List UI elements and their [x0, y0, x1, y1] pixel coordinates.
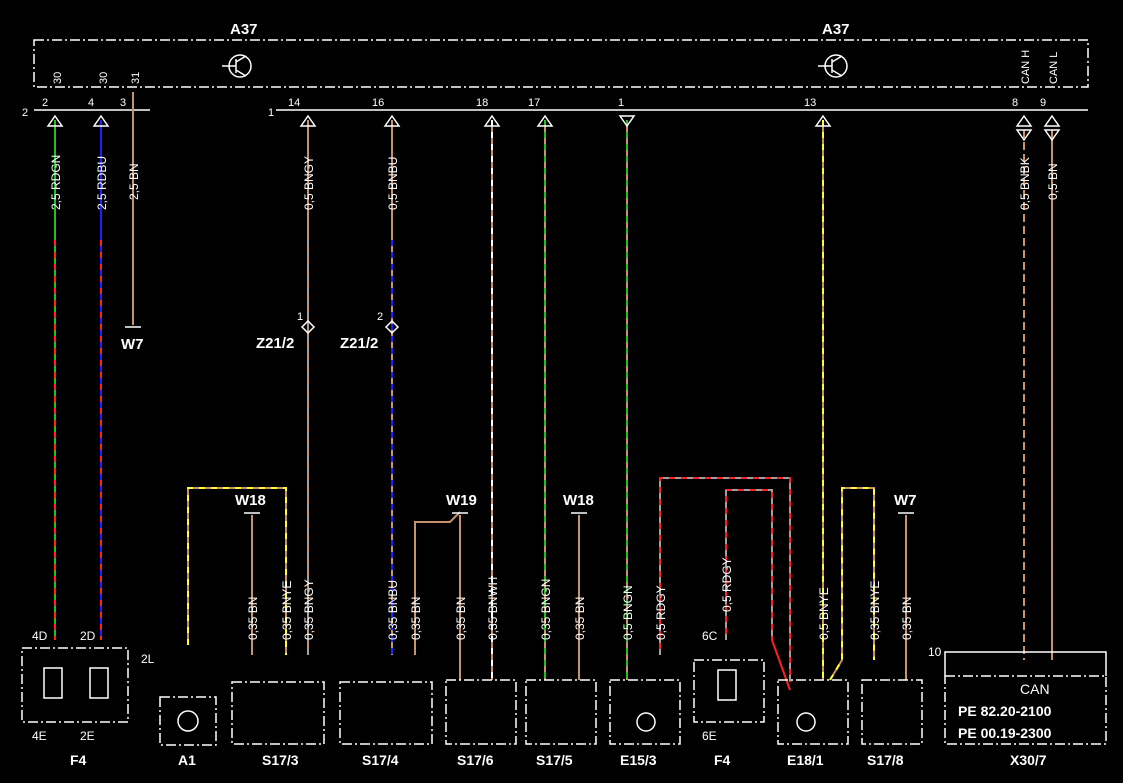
label-e18-1: E18/1 — [787, 752, 824, 768]
x30-pin-10: 10 — [928, 645, 942, 659]
component-a1 — [159, 696, 217, 746]
pin-16: 16 — [372, 97, 384, 109]
wire-label-b8: 0,35 BN — [573, 597, 587, 640]
wire-label-rdbu: 2,5 RDBU — [95, 156, 109, 210]
ground-w18-a: W18 — [235, 492, 266, 509]
term-30-a: 30 — [52, 72, 64, 84]
ground-w7-right: W7 — [894, 492, 917, 509]
ground-w18-b: W18 — [563, 492, 594, 509]
fuse-block-f4-left — [21, 647, 129, 723]
wire-label-b9: 0,5 BNGN — [621, 585, 635, 640]
wire-label-b11: 0,5 RDGY — [720, 557, 734, 612]
wire-label-b4: 0,35 BN — [409, 597, 423, 640]
wires — [54, 92, 1053, 691]
component-s17-5 — [525, 679, 597, 745]
wire-label-b7: 0,35 BNGN — [539, 579, 553, 640]
connector-x30-7 — [944, 651, 1107, 745]
wire-label-b1: 0,35 BNYE — [280, 581, 294, 640]
wire-label-b10: 0,5 RDGY — [654, 585, 668, 640]
ground-w7-left: W7 — [121, 336, 144, 353]
component-e15-3 — [609, 679, 681, 745]
term-30-b: 30 — [98, 72, 110, 84]
pin-3: 3 — [120, 97, 126, 109]
pin-1: 1 — [618, 97, 624, 109]
transistor-symbol-left — [222, 54, 252, 78]
connector-arrows-top — [46, 114, 1061, 142]
a37-module-box — [33, 39, 1089, 88]
can-label: CAN — [1020, 681, 1050, 697]
label-s17-4: S17/4 — [362, 752, 399, 768]
wire-label-b14: 0,35 BN — [900, 597, 914, 640]
z21-pin-1: 1 — [297, 311, 303, 323]
z21-label-b: Z21/2 — [340, 335, 378, 352]
pin-4: 4 — [88, 97, 94, 109]
wire-label-bnbk: 0,5 BNBK — [1018, 157, 1032, 210]
wire-label-bn: 2,5 BN — [127, 163, 141, 200]
component-e18-1 — [777, 679, 849, 745]
component-s17-8 — [861, 679, 923, 745]
pe-ref-1: PE 82.20-2100 — [958, 703, 1052, 719]
label-x30-7: X30/7 — [1010, 752, 1047, 768]
f4-6e: 6E — [702, 729, 717, 743]
wire-label-bn-can: 0,5 BN — [1046, 163, 1060, 200]
wire-label-b5: 0,35 BN — [454, 597, 468, 640]
wire-label-b12: 0,5 BNYE — [817, 587, 831, 640]
f4-4e: 4E — [32, 729, 47, 743]
pin-13: 13 — [804, 97, 816, 109]
ground-w19: W19 — [446, 492, 477, 509]
label-s17-6: S17/6 — [457, 752, 494, 768]
a1-2l: 2L — [141, 652, 155, 666]
label-s17-8: S17/8 — [867, 752, 904, 768]
label-f4-left: F4 — [70, 752, 87, 768]
pin-14: 14 — [288, 97, 300, 109]
a37-label-left: A37 — [230, 21, 258, 38]
f4-6c: 6C — [702, 629, 718, 643]
wire-label-b3: 0,35 BNBU — [386, 580, 400, 640]
transistor-symbol-right — [818, 54, 848, 78]
pin-2: 2 — [42, 97, 48, 109]
fuse-block-f4-mid — [693, 659, 765, 723]
pin-17: 17 — [528, 97, 540, 109]
label-s17-3: S17/3 — [262, 752, 299, 768]
component-s17-3 — [231, 681, 325, 745]
pin-18: 18 — [476, 97, 488, 109]
f4-2e: 2E — [80, 729, 95, 743]
pe-ref-2: PE 00.19-2300 — [958, 725, 1052, 741]
wire-label-b13: 0,35 BNYE — [868, 581, 882, 640]
wire-label-rdgn: 2,5 RDGN — [49, 155, 63, 210]
wire-label-b6: 0,35 BNWH — [486, 577, 500, 640]
a37-label-right: A37 — [822, 21, 850, 38]
f4-4d: 4D — [32, 629, 48, 643]
component-s17-4 — [339, 681, 433, 745]
term-can-l: CAN L — [1048, 52, 1060, 84]
connector-1-label: 1 — [268, 107, 274, 119]
wire-label-bngy: 0,5 BNGY — [302, 156, 316, 210]
wire-label-b0: 0,35 BN — [246, 597, 260, 640]
z21-pin-2: 2 — [377, 311, 383, 323]
label-f4-mid: F4 — [714, 752, 731, 768]
pin-9: 9 — [1040, 97, 1046, 109]
wire-label-b2: 0,35 BNGY — [302, 579, 316, 640]
label-e15-3: E15/3 — [620, 752, 657, 768]
connector-2-label: 2 — [22, 107, 28, 119]
label-s17-5: S17/5 — [536, 752, 573, 768]
term-can-h: CAN H — [1020, 50, 1032, 84]
label-a1: A1 — [178, 752, 196, 768]
splice-diamond-2 — [384, 319, 400, 335]
wire-label-bnbu: 0,5 BNBU — [386, 157, 400, 210]
z21-label-a: Z21/2 — [256, 335, 294, 352]
component-s17-6 — [445, 679, 517, 745]
pin-8: 8 — [1012, 97, 1018, 109]
f4-2d: 2D — [80, 629, 96, 643]
splice-diamond-1 — [300, 319, 316, 335]
term-31: 31 — [130, 72, 142, 84]
